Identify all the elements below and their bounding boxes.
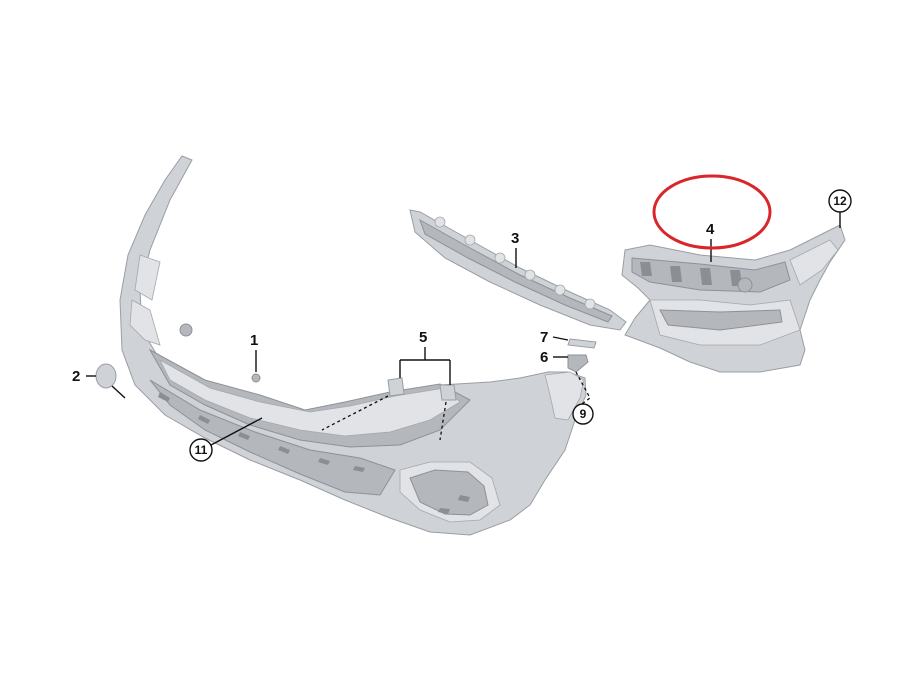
- callout-3: 3: [511, 230, 519, 268]
- small-parts: [567, 338, 597, 405]
- callout-7: 7: [540, 329, 569, 346]
- tow-hook-cover: [95, 363, 126, 399]
- svg-text:9: 9: [580, 407, 587, 421]
- callout-9: 9: [572, 403, 594, 425]
- callout-2: 2: [72, 368, 96, 385]
- clips: [321, 377, 457, 441]
- callout-12: 12: [828, 189, 852, 228]
- callout-11: 11: [189, 417, 263, 462]
- svg-text:4: 4: [706, 221, 715, 238]
- svg-text:6: 6: [540, 349, 548, 366]
- svg-text:3: 3: [511, 230, 519, 247]
- side-bracket: [621, 224, 846, 373]
- upper-carrier-bar: [409, 209, 627, 331]
- svg-text:11: 11: [195, 443, 208, 457]
- svg-text:2: 2: [72, 368, 80, 385]
- callout-6: 6: [540, 349, 568, 366]
- highlight-ellipse: [652, 174, 772, 250]
- bumper-cover: [119, 155, 587, 536]
- svg-text:1: 1: [250, 332, 258, 349]
- callout-1: 1: [250, 332, 258, 372]
- svg-text:7: 7: [540, 329, 548, 346]
- svg-text:5: 5: [419, 329, 427, 346]
- callout-4: 4: [706, 221, 715, 262]
- callout-5: 5: [399, 329, 451, 385]
- svg-text:12: 12: [833, 194, 847, 208]
